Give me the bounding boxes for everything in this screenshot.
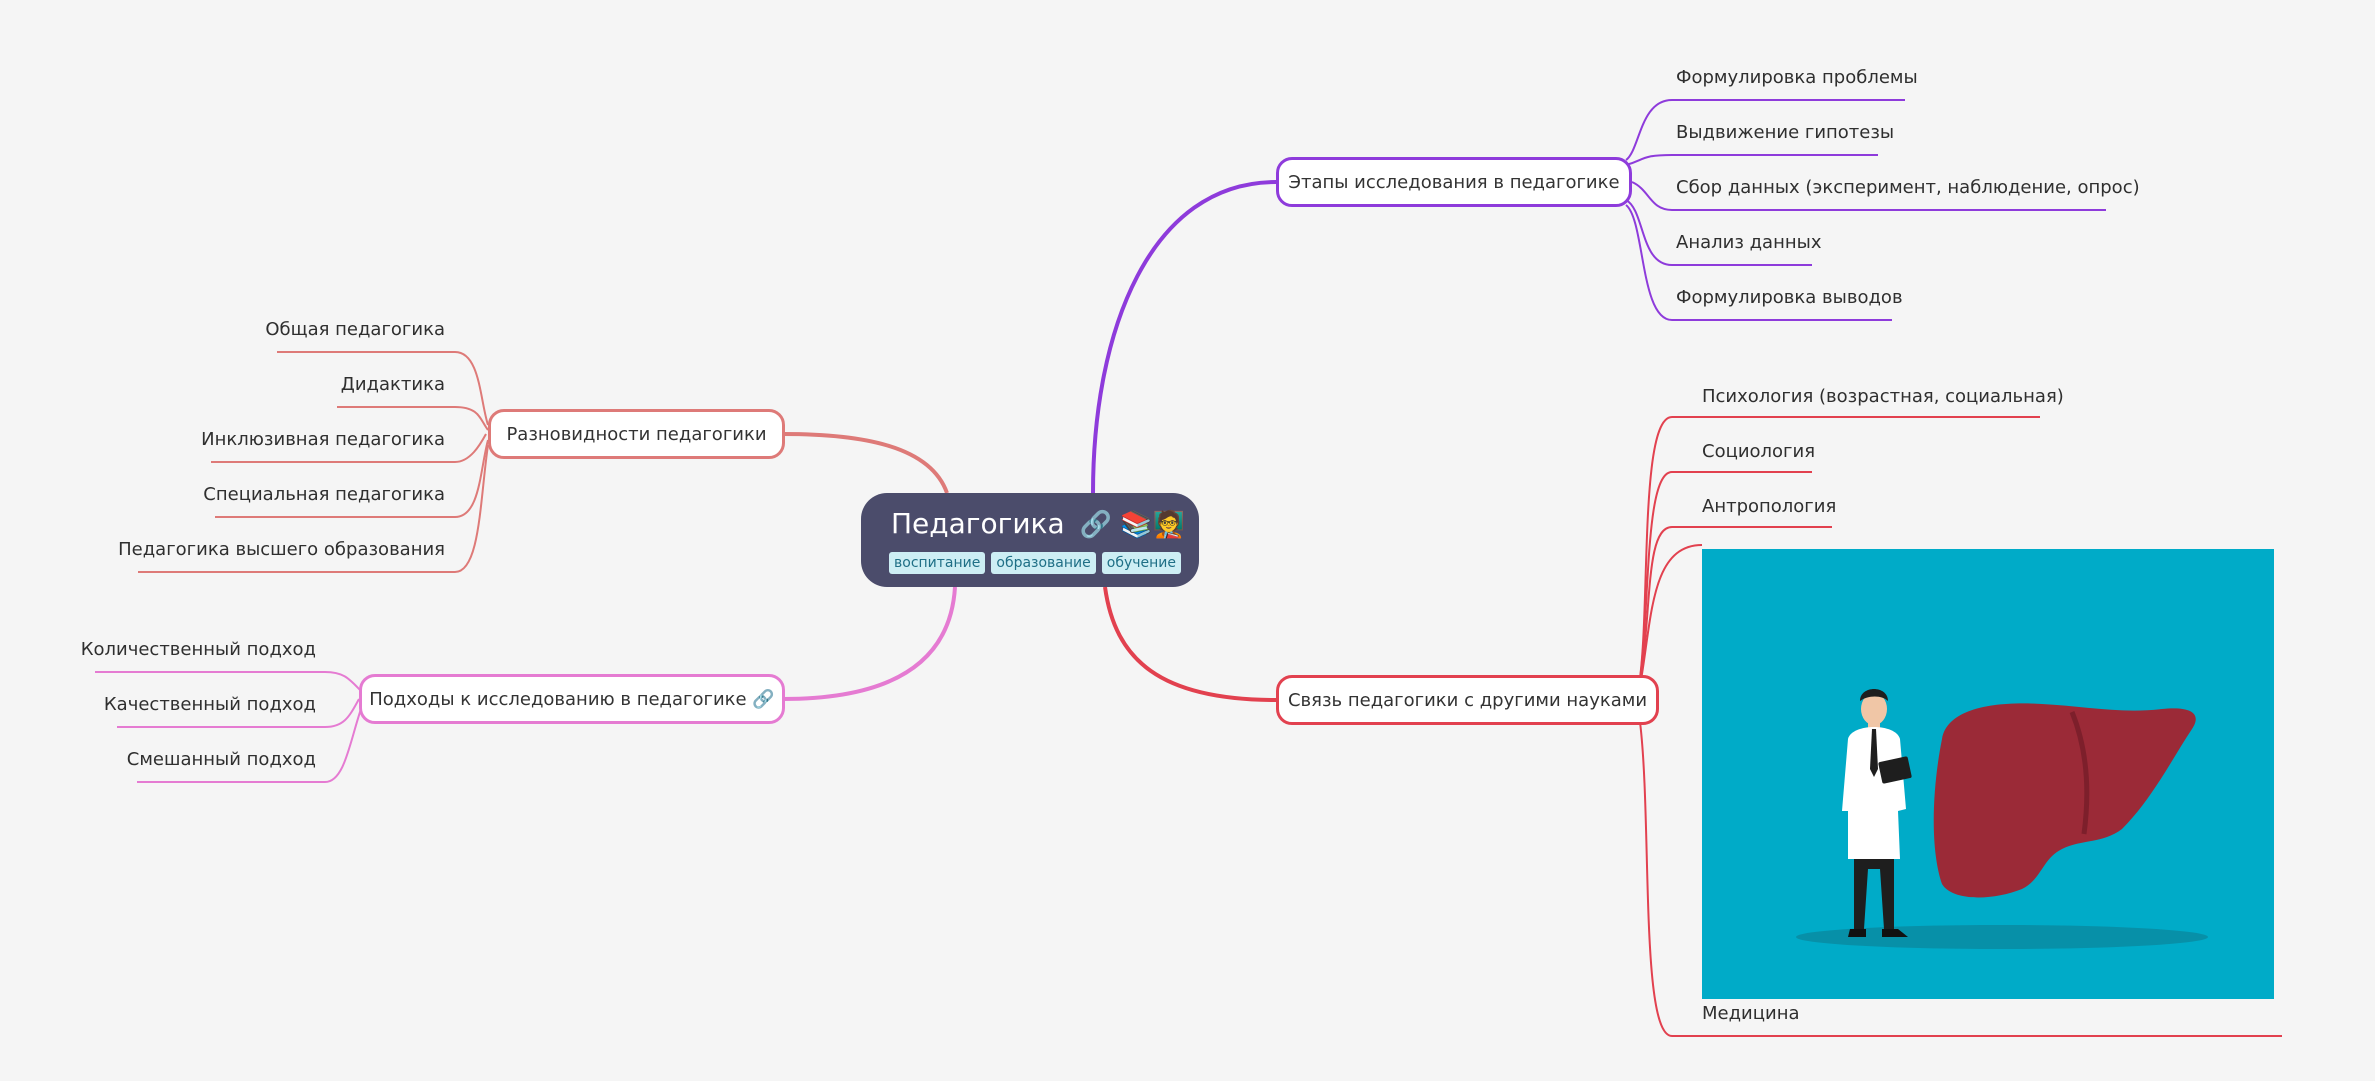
leaf-stage-hypothesis[interactable]: Выдвижение гипотезы <box>1676 122 1895 143</box>
tag-teaching[interactable]: обучение <box>1101 552 1181 574</box>
tag-education[interactable]: образование <box>991 552 1096 574</box>
connector-sciences <box>1103 586 1277 702</box>
leaf-stage-data-collection[interactable]: Сбор данных (эксперимент, наблюдение, оп… <box>1676 177 2140 198</box>
leaf-type-higher-ed[interactable]: Педагогика высшего образования <box>118 539 445 560</box>
connector-approaches <box>782 586 957 701</box>
leaf-type-didactics[interactable]: Дидактика <box>340 374 445 395</box>
root-tags: воспитание образование обучение <box>889 552 1181 574</box>
leaf-approach-quantitative[interactable]: Количественный подход <box>80 639 316 660</box>
connector-stages <box>1091 180 1277 494</box>
branch-sciences[interactable]: Связь педагогики с другими науками <box>1276 675 1659 725</box>
tag-upbringing[interactable]: воспитание <box>889 552 986 574</box>
leaf-approach-qualitative[interactable]: Качественный подход <box>103 694 316 715</box>
doctor-figure <box>1842 689 1912 937</box>
leaf-stage-problem[interactable]: Формулировка проблемы <box>1676 67 1918 88</box>
doctor-liver-svg <box>1796 689 2208 949</box>
leaf-science-psychology[interactable]: Психология (возрастная, социальная) <box>1702 386 2064 407</box>
link-and-books-icons[interactable]: 🔗 📚🧑‍🏫 <box>1079 510 1185 540</box>
branch-stages[interactable]: Этапы исследования в педагогике <box>1276 157 1632 207</box>
leaf-approach-mixed[interactable]: Смешанный подход <box>126 749 316 770</box>
leaf-stage-analysis[interactable]: Анализ данных <box>1676 232 1822 253</box>
leaf-type-inclusive[interactable]: Инклюзивная педагогика <box>201 429 445 450</box>
leaf-science-anthropology[interactable]: Антропология <box>1702 496 1837 517</box>
leaf-stage-conclusions[interactable]: Формулировка выводов <box>1676 287 1903 308</box>
leaf-science-sociology[interactable]: Социология <box>1702 441 1816 462</box>
root-node[interactable]: Педагогика 🔗 📚🧑‍🏫 воспитание образование… <box>861 493 1199 587</box>
leaf-type-general[interactable]: Общая педагогика <box>265 319 445 340</box>
leaf-science-medicine[interactable]: Медицина <box>1702 1003 1800 1024</box>
branch-approaches[interactable]: Подходы к исследованию в педагогике 🔗 <box>359 674 785 724</box>
root-title: Педагогика 🔗 📚🧑‍🏫 <box>891 507 1185 540</box>
doctor-and-liver-illustration[interactable] <box>1702 549 2274 999</box>
connector-types <box>782 432 949 494</box>
branch-types[interactable]: Разновидности педагогики <box>488 409 785 459</box>
leaf-type-special[interactable]: Специальная педагогика <box>203 484 445 505</box>
root-title-text: Педагогика <box>891 507 1065 540</box>
